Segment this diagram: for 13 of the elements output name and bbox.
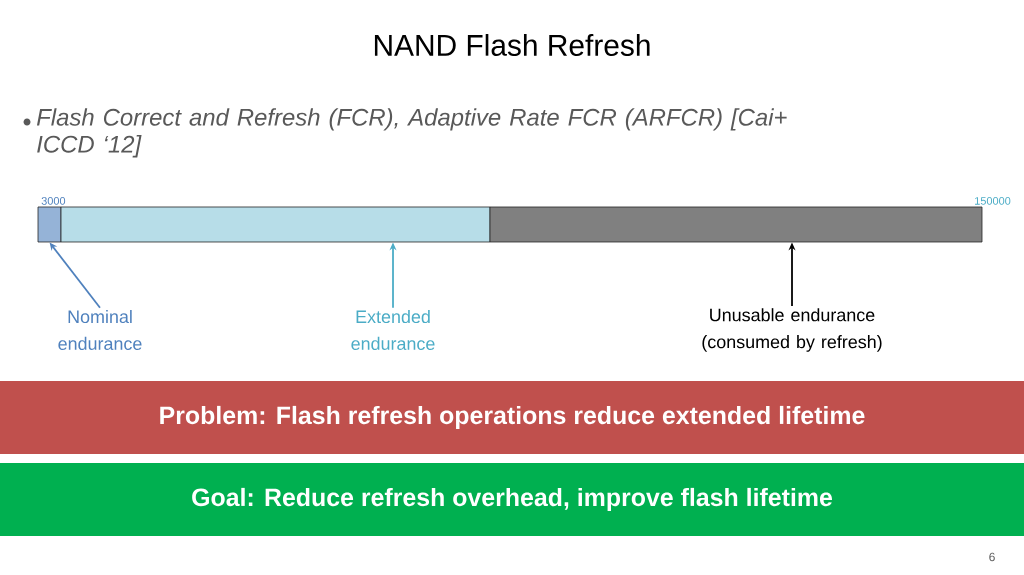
bar-segment — [60, 206, 491, 243]
tick-label: 3000 — [41, 197, 66, 205]
tick-label: 150000 — [975, 197, 1011, 205]
banner: Goal: Reduce refresh overhead, improve flash lifetime — [0, 463, 1024, 536]
slide-title: NAND Flash Refresh — [374, 34, 650, 56]
bar-segment — [489, 206, 983, 243]
banner: Problem: Flash refresh operations reduce extended lifetime — [0, 381, 1024, 454]
callout-text: Unusable endurance (consumed by refresh) — [702, 308, 882, 352]
bullet-text: Flash Correct and Refresh (FCR), Adaptive Rate FCR (ARFCR) [Cai+ ICCD ‘12] — [36, 108, 787, 158]
callout-text: Nominal endurance — [58, 309, 142, 350]
bar-segment — [37, 206, 62, 243]
page-number: 6 — [989, 552, 995, 562]
callout-text: Extended endurance — [351, 309, 435, 350]
